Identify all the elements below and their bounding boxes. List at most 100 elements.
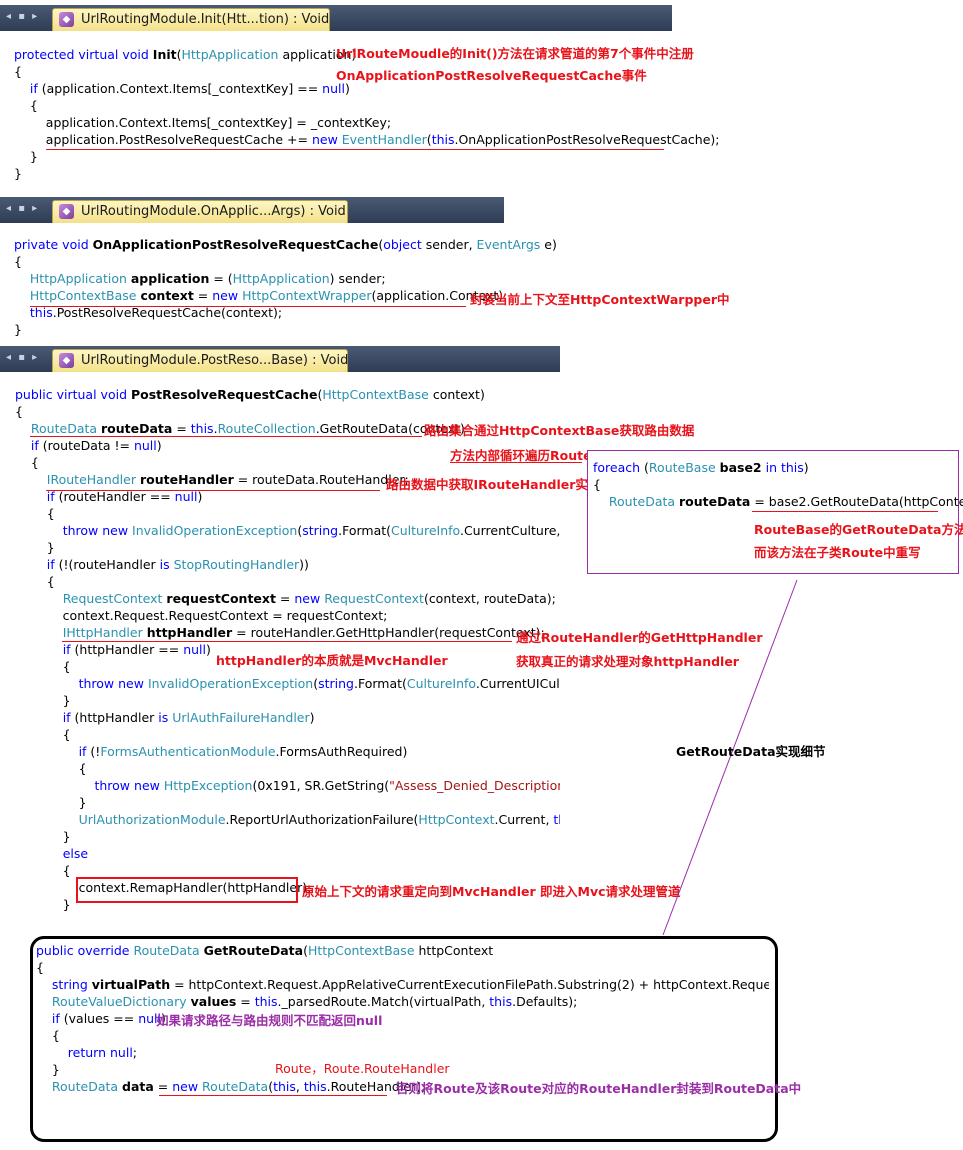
code-token: string (318, 676, 354, 691)
code-token: )) (299, 557, 309, 572)
code-token (15, 676, 79, 691)
tab-onapplic[interactable]: ◆ UrlRoutingModule.OnApplic...Args) : Vo… (52, 200, 348, 223)
code-line: foreach (RouteBase base2 in this) (593, 459, 963, 476)
code-token: { (15, 404, 23, 419)
code-line: if (application.Context.Items[_contextKe… (14, 80, 720, 97)
annotation-gethttphandler-2: 获取真正的请求处理对象httpHandler (516, 654, 739, 669)
code-token: if (30, 438, 39, 453)
code-token (15, 489, 47, 504)
code-token: RouteCollection (217, 421, 316, 436)
code-line: if (httpHandler is UrlAuthFailureHandler… (15, 709, 560, 726)
code-token: httpHandler (146, 625, 233, 640)
nav-arrows-icon[interactable]: ◂ ▪ ▸ (6, 203, 40, 214)
code-token: ( (426, 132, 432, 147)
code-token: new (118, 676, 148, 691)
code-line: { (14, 97, 720, 114)
tab-label: UrlRoutingModule.Init(Htt...tion) : Void (81, 12, 330, 27)
code-token: ( (313, 676, 319, 691)
code-token (36, 1045, 68, 1060)
code-token: .FormsAuthRequired) (275, 744, 408, 759)
code-token (15, 812, 79, 827)
code-token: } (14, 149, 38, 164)
method-icon: ◆ (59, 353, 74, 368)
code-token: OnApplicationPostResolveRequestCache (92, 237, 379, 252)
annotation-return-null: 如果请求路径与路由规则不匹配返回null (156, 1013, 383, 1028)
code-token: context.Request.RequestContext = request… (15, 608, 388, 623)
code-line: UrlAuthorizationModule.ReportUrlAuthoriz… (15, 811, 560, 828)
code-token: = (193, 288, 213, 303)
code-token: requestContext (166, 591, 276, 606)
code-token: this (303, 1079, 327, 1094)
code-token: new (134, 778, 164, 793)
code-token: { (14, 64, 22, 79)
code-token: (application.Context.Items[_contextKey] … (37, 81, 323, 96)
code-token: httpContext (414, 943, 494, 958)
code-line: { (15, 454, 560, 471)
annotation-wrap-routedata: 否则将Route及该Route对应的RouteHandler封装到RouteDa… (396, 1081, 802, 1096)
code-token: .RouteHandler); (326, 1079, 426, 1094)
code-token: { (14, 98, 38, 113)
code-token: HttpApplication (232, 271, 330, 286)
code-token (14, 288, 30, 303)
code-token: application.PostResolveRequestCache += (14, 132, 312, 147)
editor-tabbar-onapplic: ◂ ▪ ▸ ◆ UrlRoutingModule.OnApplic...Args… (0, 197, 504, 223)
code-token: void (122, 47, 153, 62)
code-line: } (14, 165, 720, 182)
code-token: HttpException (163, 778, 253, 793)
code-token: FormsAuthenticationModule (100, 744, 276, 759)
code-token: (httpHandler (70, 710, 159, 725)
underline-init-register (46, 149, 664, 150)
code-token: "Assess_Denied_Description3" (389, 778, 560, 793)
code-token: RouteData (202, 1079, 269, 1094)
code-token: } (14, 166, 22, 181)
underline-wrap-context (30, 306, 466, 307)
code-token (15, 642, 63, 657)
annotation-route-routehandler: Route，Route.RouteHandler (275, 1061, 450, 1076)
nav-arrows-icon[interactable]: ◂ ▪ ▸ (6, 352, 40, 363)
annotation-remap: 原始上下文的请求重定向到MvcHandler 即进入Mvc请求处理管道 (302, 884, 681, 899)
code-token: ) (156, 438, 162, 453)
code-line: RouteValueDictionary values = this._pars… (36, 993, 769, 1010)
code-line: { (14, 63, 720, 80)
code-line: { (593, 476, 963, 493)
code-line: } (15, 692, 560, 709)
code-token: IHttpHandler (62, 625, 147, 640)
foreach-detail-box: foreach (RouteBase base2 in this){ Route… (587, 450, 963, 574)
code-token: = (275, 591, 295, 606)
nav-arrows-icon[interactable]: ◂ ▪ ▸ (6, 11, 40, 22)
code-token: PostResolveRequestCache (130, 387, 318, 402)
code-token: null (322, 81, 345, 96)
code-token: InvalidOperationException (132, 523, 298, 538)
code-line: context.RemapHandler(httpHandler); (15, 879, 560, 896)
code-token: ( (317, 387, 323, 402)
code-token: if (51, 1011, 60, 1026)
code-token: new (172, 1079, 203, 1094)
code-line: { (36, 959, 769, 976)
code-line: { (36, 1027, 769, 1044)
underline-routehandler (46, 490, 380, 491)
code-token: { (36, 1028, 60, 1043)
code-token (14, 81, 30, 96)
tab-postreso[interactable]: ◆ UrlRoutingModule.PostReso...Base) : Vo… (52, 349, 348, 372)
code-token: throw (62, 523, 103, 538)
code-token: .OnApplicationPostResolveRequestCache); (454, 132, 720, 147)
code-token: HttpContextBase (322, 387, 429, 402)
code-token: = (172, 421, 191, 436)
code-token (15, 421, 31, 436)
tab-init[interactable]: ◆ UrlRoutingModule.Init(Htt...tion) : Vo… (52, 8, 330, 31)
code-token: ( (268, 1079, 274, 1094)
code-token (15, 438, 31, 453)
code-line: { (15, 760, 560, 777)
code-token: virtualPath (91, 977, 171, 992)
annotation-gethttphandler-1: 通过RouteHandler的GetHttpHandler (516, 630, 763, 645)
code-line: IHttpHandler httpHandler = routeHandler.… (15, 624, 560, 641)
code-token: (routeData != (38, 438, 134, 453)
code-token: string (302, 523, 339, 538)
code-token: RouteData (608, 494, 680, 509)
code-line: throw new InvalidOperationException(stri… (15, 522, 560, 539)
code-block-foreach: foreach (RouteBase base2 in this){ Route… (593, 459, 963, 510)
code-token: } (36, 1062, 60, 1077)
code-token: CultureInfo (391, 523, 460, 538)
code-token: = routeData.RouteHandler; (233, 472, 409, 487)
code-token: HttpContextWrapper (242, 288, 372, 303)
